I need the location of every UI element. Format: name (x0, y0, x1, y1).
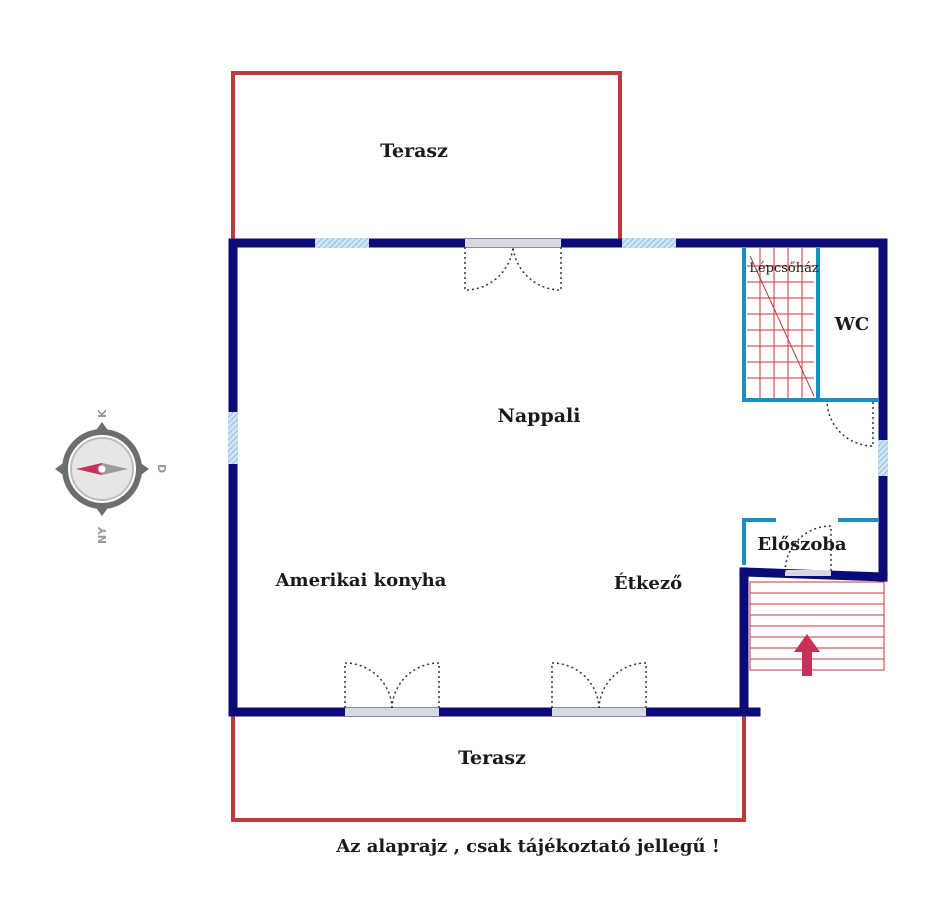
compass-south-label: NY (96, 526, 109, 544)
room-label-staircase: Lépcsőház (749, 261, 819, 276)
disclaimer-text: Az alaprajz , csak tájékoztató jellegű ! (335, 836, 720, 857)
outer-walls (228, 238, 888, 717)
room-label-hallway: Előszoba (757, 534, 847, 555)
window-top-right (622, 238, 676, 248)
entry-arrow-icon (794, 634, 820, 676)
entry-steps (749, 581, 885, 671)
terrace-bottom-outline (231, 712, 746, 822)
window-top-left (315, 238, 369, 248)
door-top-double (464, 246, 562, 291)
door-bottom-left-double (344, 662, 440, 709)
room-label-terrace-top: Terasz (380, 140, 448, 162)
staircase (742, 248, 878, 402)
room-label-terrace-bottom: Terasz (458, 747, 526, 769)
room-label-living-room: Nappali (498, 405, 581, 427)
room-label-dining: Étkező (614, 571, 682, 594)
door-bottom-right-double (551, 662, 647, 709)
compass-east-label: D (155, 464, 168, 473)
hallway-partitions (742, 518, 878, 565)
window-left (228, 412, 238, 464)
door-wc (826, 401, 874, 447)
window-right (878, 440, 888, 476)
room-label-wc: WC (834, 314, 870, 335)
room-label-kitchen: Amerikai konyha (275, 570, 447, 591)
door-sills (345, 239, 831, 716)
compass-icon: K D NY (55, 409, 168, 544)
compass-north-label: K (96, 409, 109, 418)
